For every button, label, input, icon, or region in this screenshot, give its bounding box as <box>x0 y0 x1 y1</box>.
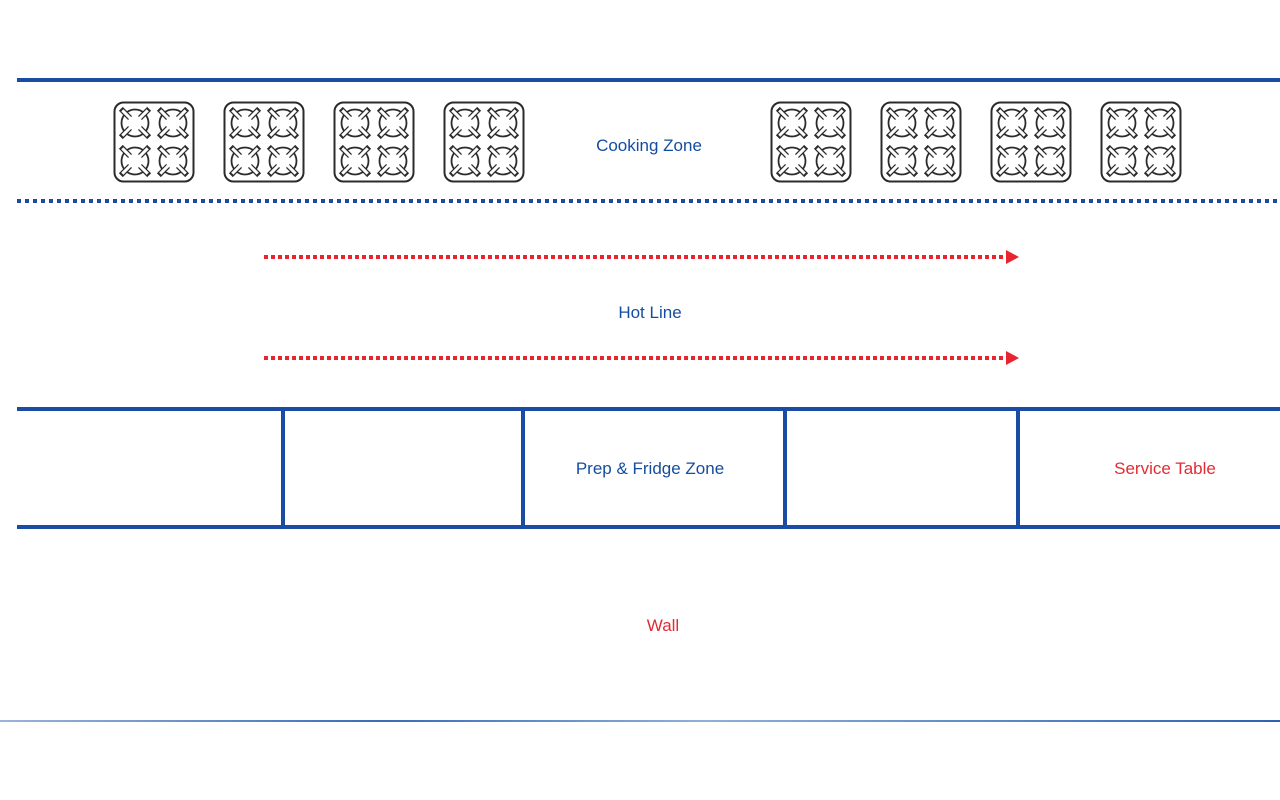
stove-icon <box>1100 101 1182 183</box>
arrow-head-icon <box>1006 250 1019 264</box>
arrow-dotted-line <box>264 356 1006 360</box>
hot-line-arrow-bottom <box>264 351 1019 365</box>
table-bottom-line <box>17 525 1280 529</box>
service-table-label: Service Table <box>1114 459 1216 478</box>
wall-label: Wall <box>646 616 680 635</box>
hot-line-arrow-top <box>264 250 1019 264</box>
stove-icon <box>880 101 962 183</box>
stove-icon <box>113 101 195 183</box>
cooking-zone-dotted-boundary <box>17 199 1280 203</box>
stove-icon <box>443 101 525 183</box>
table-divider-2 <box>521 407 525 529</box>
stove-icon <box>770 101 852 183</box>
table-top-line <box>17 407 1280 411</box>
stove-group-left <box>113 101 525 183</box>
arrow-head-icon <box>1006 351 1019 365</box>
hot-line-label: Hot Line <box>618 303 682 322</box>
cooking-zone-label: Cooking Zone <box>596 136 702 155</box>
table-divider-1 <box>281 407 285 529</box>
prep-fridge-zone-label: Prep & Fridge Zone <box>575 459 725 478</box>
stove-group-right <box>770 101 1182 183</box>
stove-icon <box>223 101 305 183</box>
table-divider-3 <box>783 407 787 529</box>
table-divider-4 <box>1016 407 1020 529</box>
arrow-dotted-line <box>264 255 1006 259</box>
cooking-zone-top-line <box>17 78 1280 82</box>
stove-icon <box>990 101 1072 183</box>
stove-icon <box>333 101 415 183</box>
wall-line <box>0 720 1280 722</box>
